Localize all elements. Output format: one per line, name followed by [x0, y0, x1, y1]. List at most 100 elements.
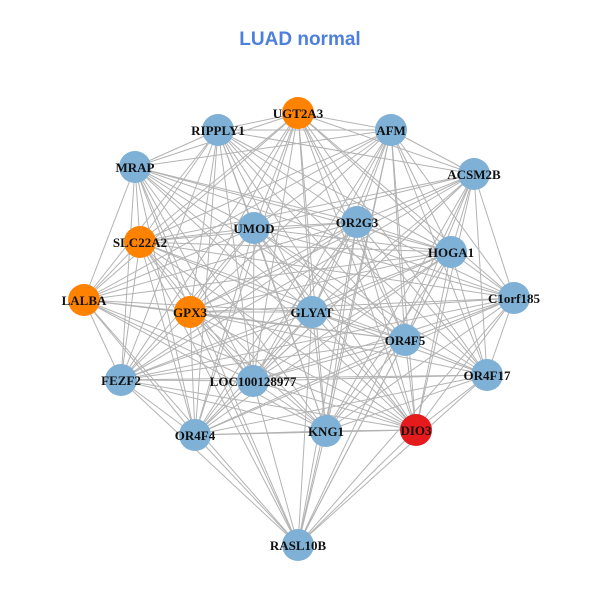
edge-loc100128977-or4f17 [252, 374, 488, 382]
node-ugt2a3: UGT2A3 [273, 97, 324, 129]
edge-mrap-glyat [134, 166, 313, 313]
edge-or4f17-kng1 [325, 374, 488, 432]
edge-slc22a2-fezf2 [120, 241, 141, 381]
edge-slc22a2-or4f5 [139, 241, 406, 341]
edge-gpx3-dio3 [189, 311, 417, 431]
edge-fezf2-kng1 [120, 379, 327, 432]
edge-ripply1-slc22a2 [139, 129, 219, 243]
edge-afm-or2g3 [356, 129, 392, 223]
node-circle [498, 282, 530, 314]
edge-umod-gpx3 [189, 227, 255, 313]
edge-hoga1-or4f17 [450, 251, 488, 376]
edge-umod-c1orf185 [253, 227, 515, 299]
node-circle [341, 206, 373, 238]
edge-afm-rasl10b [297, 129, 392, 546]
edge-c1orf185-or4f5 [404, 297, 515, 341]
node-label: C1orf185 [488, 291, 540, 306]
edge-or2g3-or4f17 [356, 221, 488, 376]
node-label: AFM [376, 123, 406, 138]
edge-or2g3-c1orf185 [356, 221, 515, 299]
node-gpx3: GPX3 [173, 296, 207, 328]
edge-ripply1-gpx3 [189, 129, 219, 313]
edge-afm-dio3 [390, 129, 417, 431]
edge-slc22a2-hoga1 [139, 241, 452, 253]
edge-afm-or4f4 [194, 129, 392, 436]
edge-gpx3-or4f4 [189, 311, 196, 436]
node-circle [389, 324, 421, 356]
edge-umod-dio3 [253, 227, 417, 431]
node-rasl10b: RASL10B [270, 529, 327, 561]
edge-acsm2b-glyat [311, 173, 475, 313]
node-label: OR4F5 [385, 333, 426, 348]
node-slc22a2: SLC22A2 [113, 226, 167, 258]
node-label: OR2G3 [336, 215, 379, 230]
edge-acsm2b-c1orf185 [473, 173, 515, 299]
node-label: RIPPLY1 [191, 123, 245, 138]
edge-mrap-kng1 [134, 166, 327, 432]
edge-or4f5-fezf2 [120, 339, 406, 381]
edge-umod-glyat [253, 227, 313, 313]
node-circle [124, 226, 156, 258]
node-label: RASL10B [270, 538, 327, 553]
edge-or2g3-lalba [83, 221, 358, 301]
edge-gpx3-fezf2 [120, 311, 191, 381]
edge-hoga1-kng1 [325, 251, 452, 432]
node-lalba: LALBA [62, 284, 107, 316]
edge-mrap-rasl10b [134, 166, 299, 546]
edge-c1orf185-kng1 [325, 297, 515, 432]
edge-or4f17-or4f4 [194, 374, 488, 436]
edge-mrap-lalba [83, 166, 136, 301]
node-circle [282, 529, 314, 561]
edge-or2g3-kng1 [325, 221, 358, 432]
node-label: GPX3 [173, 305, 207, 320]
node-label: LALBA [62, 293, 107, 308]
edge-c1orf185-or4f4 [194, 297, 515, 436]
node-c1orf185: C1orf185 [488, 282, 540, 314]
edge-or2g3-or4f5 [356, 221, 406, 341]
edge-or4f4-rasl10b [194, 434, 299, 546]
edge-mrap-umod [134, 166, 255, 229]
edge-loc100128977-rasl10b [252, 380, 299, 546]
edge-or4f5-rasl10b [297, 339, 406, 546]
edge-or2g3-hoga1 [356, 221, 452, 253]
edge-acsm2b-or2g3 [356, 173, 475, 223]
edge-c1orf185-gpx3 [189, 297, 515, 313]
node-label: UMOD [233, 221, 274, 236]
node-ripply1: RIPPLY1 [191, 114, 245, 146]
edge-slc22a2-rasl10b [139, 241, 299, 546]
node-label: LOC100128977 [210, 374, 297, 389]
node-circle [458, 158, 490, 190]
edge-mrap-or2g3 [134, 166, 358, 223]
edge-or2g3-gpx3 [189, 221, 358, 313]
edge-slc22a2-c1orf185 [139, 241, 515, 299]
edge-kng1-rasl10b [297, 430, 327, 546]
edge-ugt2a3-c1orf185 [297, 112, 515, 299]
node-or4f4: OR4F4 [175, 419, 216, 451]
node-dio3: DIO3 [400, 414, 432, 446]
edge-c1orf185-dio3 [415, 297, 515, 431]
edge-hoga1-or4f4 [194, 251, 452, 436]
edge-glyat-dio3 [311, 311, 417, 431]
edge-hoga1-dio3 [415, 251, 452, 431]
edge-glyat-fezf2 [120, 311, 313, 381]
edge-ripply1-loc100128977 [217, 129, 254, 382]
edge-acsm2b-or4f17 [473, 173, 488, 376]
edge-acsm2b-rasl10b [297, 173, 475, 546]
node-circle [400, 414, 432, 446]
edge-acsm2b-slc22a2 [139, 173, 475, 243]
node-kng1: KNG1 [308, 415, 344, 447]
node-circle [174, 296, 206, 328]
node-circle [375, 114, 407, 146]
edge-hoga1-loc100128977 [252, 251, 452, 382]
edge-gpx3-or4f17 [189, 311, 488, 376]
node-circle [435, 236, 467, 268]
edge-hoga1-gpx3 [189, 251, 452, 313]
edge-dio3-rasl10b [297, 429, 417, 546]
node-label: GLYAT [291, 305, 334, 320]
edge-umod-lalba [83, 227, 255, 301]
node-label: OR4F4 [175, 428, 216, 443]
edge-mrap-dio3 [134, 166, 417, 431]
node-loc100128977: LOC100128977 [210, 365, 297, 397]
edge-hoga1-glyat [311, 251, 452, 313]
node-label: MRAP [116, 160, 155, 175]
